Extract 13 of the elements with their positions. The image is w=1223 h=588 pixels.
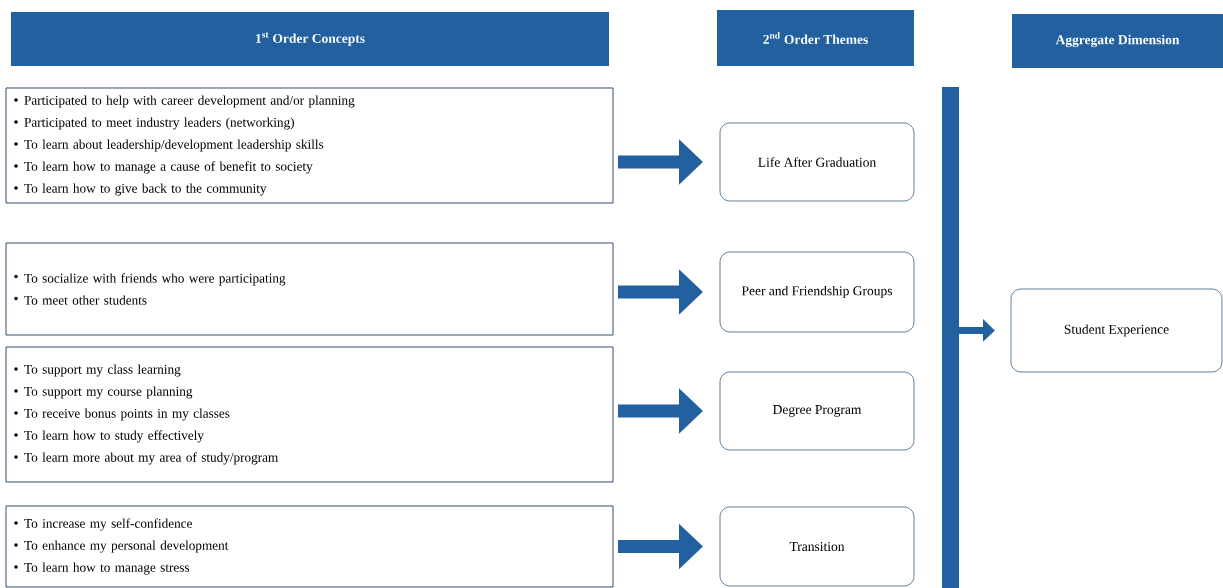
header-box: 1$^{st}$ Order Concepts (11, 12, 609, 66)
theme-box: Life After Graduation (719, 122, 915, 202)
bullet-list-box: Participated to help with career development and/or planning Participated to meet industry leaders (networking) To learn about leadership/development leadership skills To learn how to manage a cause of benefit to society To learn how to give back to the community (5, 87, 614, 204)
header-box: 2$^{nd}$ Order Themes (717, 10, 914, 66)
bullet-list-box: To socialize with friends who were participating To meet other students (5, 242, 614, 336)
bullet-list-box: To support my class learning To support my course planning To receive bonus points in my classes To learn how to study effectively To learn more about my area of study/program (5, 346, 614, 483)
theme-box: Degree Program (719, 371, 915, 451)
bullet-list-box: To increase my self-confidence To enhance my personal development To learn how to manage stress (5, 505, 614, 588)
vertical-bar (942, 87, 959, 588)
theme-box: Peer and Friendship Groups (719, 251, 915, 333)
theme-box: Student Experience (1010, 288, 1223, 373)
header-box: Aggregate Dimension (1012, 14, 1223, 68)
theme-box: Transition (719, 506, 915, 587)
